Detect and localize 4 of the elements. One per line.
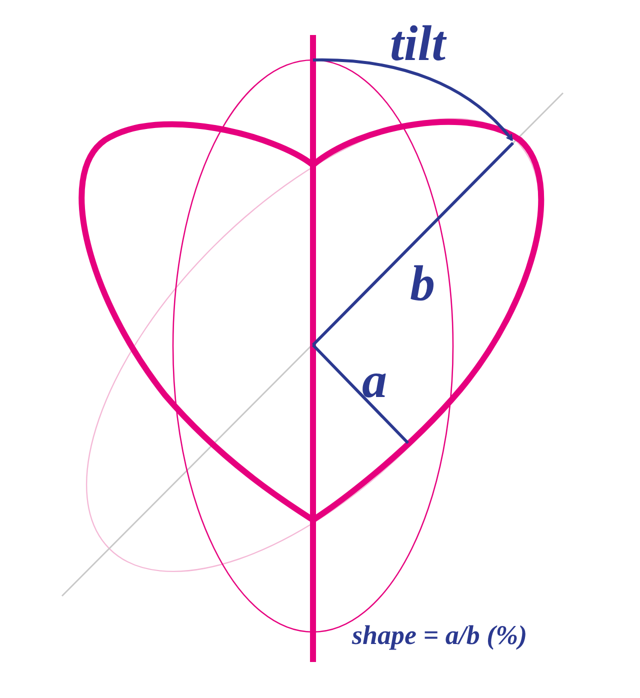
dimension-label: b bbox=[410, 258, 435, 308]
dimension-label: a bbox=[362, 355, 387, 405]
formula-text: shape = a/b (%) bbox=[352, 622, 528, 649]
direction-label: tilt bbox=[390, 18, 446, 68]
